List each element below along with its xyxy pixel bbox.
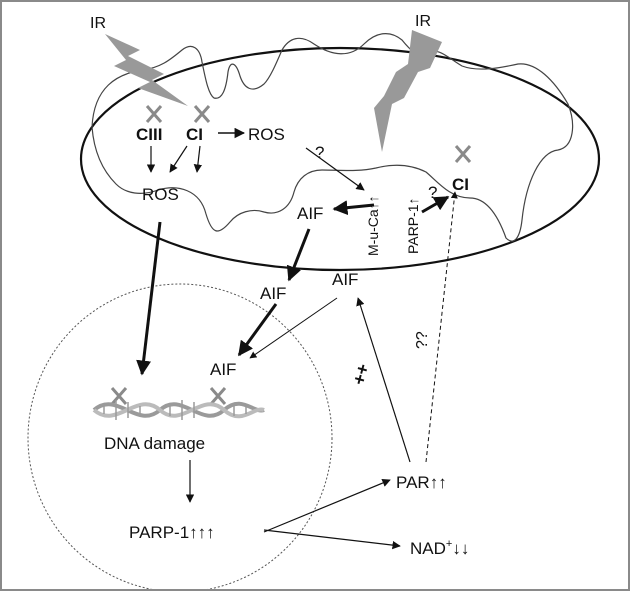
ca-label: M-u-Ca↑↑ — [365, 195, 381, 256]
question-ci: ? — [428, 183, 437, 202]
nucleus-outline — [27, 283, 333, 589]
question-ros: ? — [315, 143, 324, 162]
nad-label: NAD+↓↓ — [410, 538, 469, 558]
arrows — [136, 127, 458, 550]
complex-i-label-right: CI — [452, 175, 469, 194]
nad-arrows: ↓↓ — [452, 539, 469, 558]
nad-text: NAD — [410, 539, 446, 558]
dna-damage-label: DNA damage — [104, 434, 205, 453]
ir-label-left: IR — [90, 15, 106, 32]
aif-mito-label: AIF — [297, 204, 323, 223]
complex-i-label-left: CI — [186, 125, 203, 144]
mitochondrion-outer-membrane — [79, 46, 601, 272]
par-label: PAR↑↑ — [396, 473, 447, 492]
plus-plus-label: ++ — [349, 362, 374, 387]
ir-label-right: IR — [415, 13, 431, 30]
dna-helix-icon — [92, 400, 265, 420]
mitochondrion-inner-membrane — [91, 33, 574, 242]
parp-mito-label: PARP-1↑ — [405, 197, 421, 254]
ros-label-top: ROS — [248, 125, 285, 144]
double-question-label: ?? — [414, 331, 431, 349]
lightning-bolt-icon — [374, 30, 442, 152]
aif-center-left-label: AIF — [260, 284, 286, 303]
aif-nucleus-label: AIF — [210, 360, 236, 379]
lightning-bolt-icon — [105, 34, 188, 106]
aif-center-right-label: AIF — [332, 270, 358, 289]
ros-label-left: ROS — [142, 185, 179, 204]
nad-superscript: + — [446, 538, 452, 550]
complex-iii-label: CIII — [136, 125, 162, 144]
x-mark-icon — [110, 105, 472, 405]
parp-nucleus-label: PARP-1↑↑↑ — [129, 523, 215, 542]
